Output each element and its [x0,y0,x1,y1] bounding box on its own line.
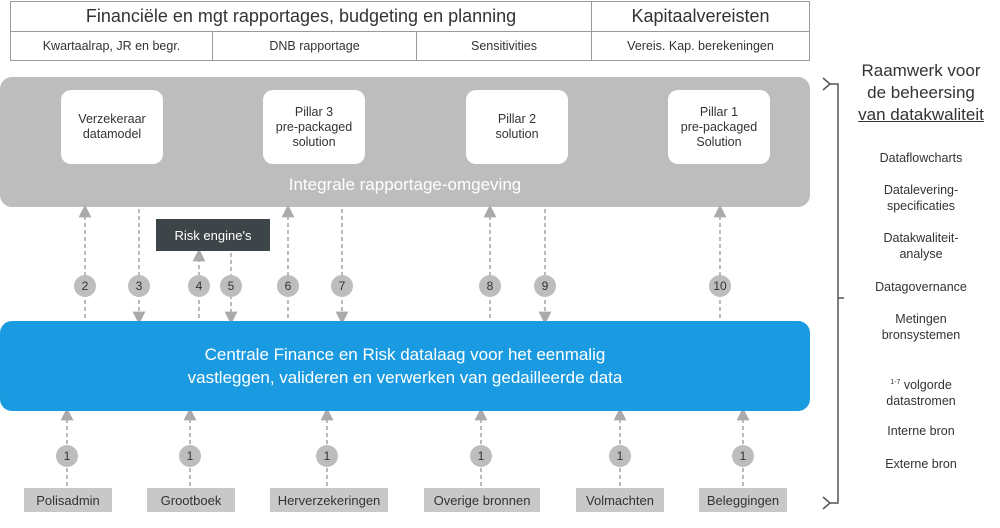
sidebar-item-datakwaliteit: Datakwaliteit-analyse [842,230,1000,262]
flow-badge-6: 6 [277,275,299,297]
sidebar-item-line: Metingen [895,312,947,326]
source-badge: 1 [316,445,338,467]
source-badge: 1 [56,445,78,467]
platform-label: Integrale rapportage-omgeving [288,175,522,194]
sidebar-item-line: datastromen [886,394,956,409]
box-line: Pillar 2 [497,112,537,126]
sidebar-item-text: volgorde [900,378,952,393]
sidebar-item-volgorde: 1-7 volgorde datastromen [842,375,1000,409]
sidebar-item-line: 1-7 volgorde [842,375,1000,393]
box-line: pre-packaged [275,119,353,134]
flow-badge-2: 2 [74,275,96,297]
sidebar-item-sup: 1-7 [890,379,901,386]
flow-badge-7: 7 [331,275,353,297]
source-badge: 1 [179,445,201,467]
sidebar-item-line: Datakwaliteit- [883,231,959,245]
source-polisadmin: Polisadmin [24,488,112,512]
source-badge: 1 [609,445,631,467]
sidebar-item-line: analyse [899,247,943,261]
flow-badge-9: 9 [534,275,556,297]
header-cell-quarterly-text: Kwartaalrap, JR en begr. [42,39,181,53]
header-cell-capital: Vereis. Kap. berekeningen [591,31,810,61]
sidebar-item-line: Datagovernance [875,280,967,294]
bracket-arrow-top [822,77,832,91]
datalayer-line: vastleggen, valideren en verwerken van g… [187,368,623,387]
flow-badge-3: 3 [128,275,150,297]
sidebar-item-line: Datalevering- [883,183,959,197]
sidebar-item-line: specificaties [886,199,956,213]
header-cell-dnb-text: DNB rapportage [269,39,360,53]
source-beleggingen: Beleggingen [699,488,787,512]
box-line: pre-packaged [680,119,758,134]
sidebar-item-externe-bron: Externe bron [842,456,1000,472]
sidebar-title: Raamwerk voor de beheersing van datakwal… [842,60,1000,126]
header-capital-title-text: Kapitaalvereisten [631,6,770,26]
central-data-layer: Centrale Finance en Risk datalaag voor h… [0,321,810,411]
sidebar-item-line: Dataflowcharts [879,151,963,165]
box-line: Verzekeraar [78,112,146,126]
box-line: Solution [696,134,742,149]
sidebar-title-line: de beheersing [867,83,975,102]
flow-badge-4: 4 [188,275,210,297]
header-cell-sensitivities-text: Sensitivities [471,39,537,53]
box-line: solution [292,134,336,149]
sidebar-title-line: van datakwaliteit [858,105,984,124]
datalayer-line: Centrale Finance en Risk datalaag voor h… [204,345,606,364]
header-cell-capital-text: Vereis. Kap. berekeningen [627,39,774,53]
sidebar-item-line: Interne bron [887,424,955,438]
sidebar-item-interne-bron: Interne bron [842,423,1000,439]
sidebar-item-datalevering: Datalevering-specificaties [842,182,1000,214]
sidebar-item-dataflowcharts: Dataflowcharts [842,150,1000,166]
source-badge: 1 [470,445,492,467]
box-line: Pillar 3 [294,104,334,119]
flow-badge-8: 8 [479,275,501,297]
box-line: Pillar 1 [699,104,739,119]
sidebar-title-line: Raamwerk voor [861,61,981,80]
bracket-arrow-bottom [822,496,832,510]
sidebar-item-line: Externe bron [885,457,957,471]
source-overige-bronnen: Overige bronnen [424,488,540,512]
sidebar-item-metingen: Metingen bronsystemen [842,311,1000,343]
box-line: solution [495,127,539,141]
flow-badge-10: 10 [709,275,731,297]
header-reporting-title-text: Financiële en mgt rapportages, budgeting… [85,6,517,26]
source-grootboek: Grootboek [147,488,235,512]
box-line: datamodel [82,127,142,141]
sidebar-item-line: bronsystemen [881,328,961,342]
sidebar-item-datagovernance: Datagovernance [842,279,1000,295]
source-volmachten: Volmachten [576,488,664,512]
risk-engine-box: Risk engine's [156,219,270,251]
flow-badge-5: 5 [220,275,242,297]
source-herverzekeringen: Herverzekeringen [270,488,388,512]
sidebar-bracket [830,83,844,504]
source-badge: 1 [732,445,754,467]
